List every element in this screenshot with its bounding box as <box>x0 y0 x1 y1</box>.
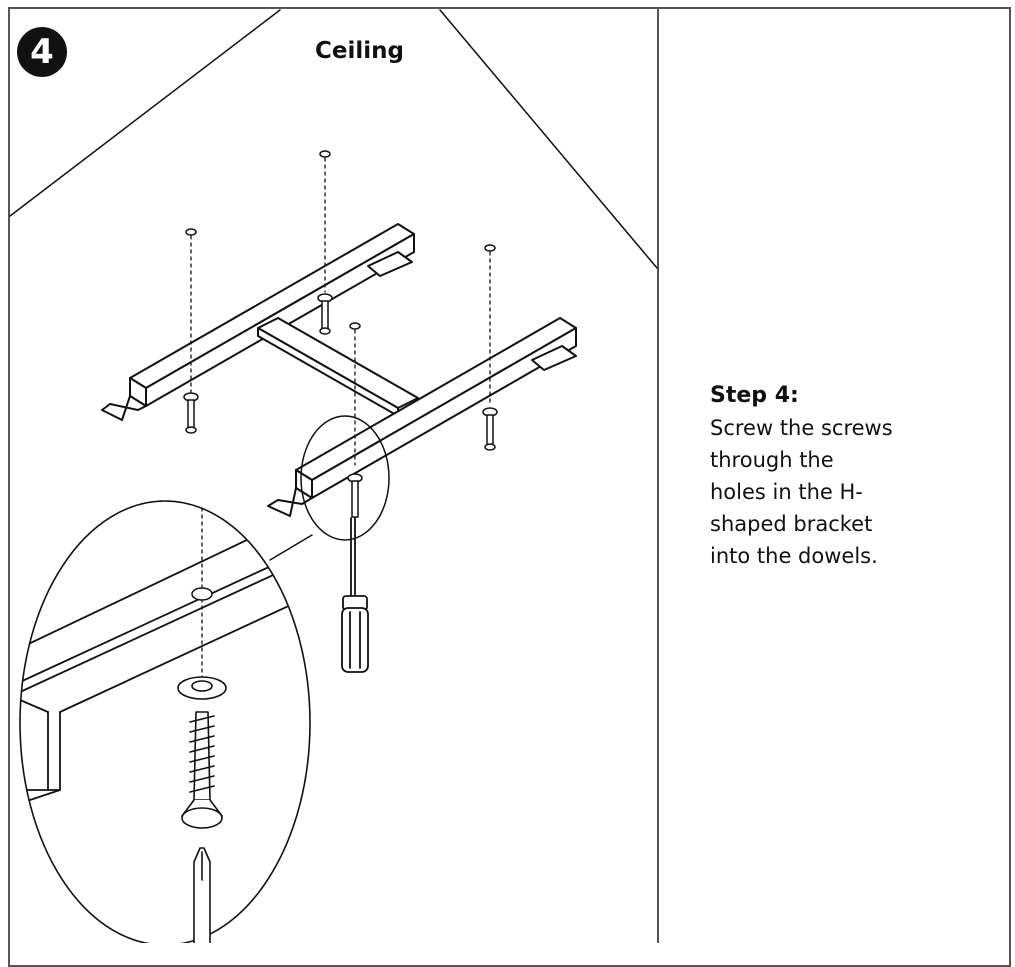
step-title: Step 4: <box>710 383 799 408</box>
screwdriver-icon <box>341 517 369 673</box>
panel-divider <box>657 7 659 943</box>
dowel-icons <box>185 150 496 330</box>
screw-icon <box>183 293 498 518</box>
detail-ellipse <box>19 500 311 943</box>
detail-screw-icon <box>181 711 223 829</box>
step-text: Screw the screws through the holes in th… <box>710 416 893 568</box>
assembly-diagram <box>9 9 658 943</box>
detail-screwdriver-tip-icon <box>193 847 211 943</box>
step-number-badge: 4 <box>17 27 67 77</box>
instructions-panel: Step 4: Screw the screws through the hol… <box>710 383 970 572</box>
detail-zoom-circle <box>269 415 390 561</box>
ceiling-edge-lines <box>9 9 658 269</box>
detail-bracket <box>20 509 310 801</box>
ceiling-label: Ceiling <box>315 38 404 64</box>
h-bracket-icon <box>101 223 577 517</box>
washer-icon <box>177 676 227 700</box>
